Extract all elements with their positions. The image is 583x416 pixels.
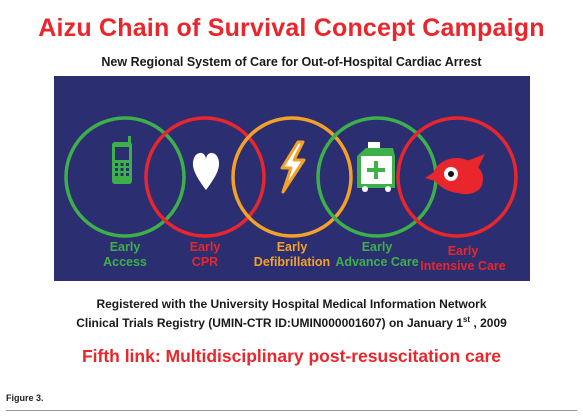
ring-early-intensive-care: [396, 116, 518, 238]
link-label-line: Early: [276, 240, 308, 254]
ring-early-cpr: [144, 116, 266, 238]
link-label-early-advance-care: Early Advance Care: [322, 240, 432, 270]
figure-label: Figure 3.: [6, 393, 44, 403]
page-title: Aizu Chain of Survival Concept Campaign: [38, 14, 545, 42]
link-label-line: Intensive Care: [420, 259, 506, 273]
ring-early-defibrillation: [231, 116, 353, 238]
chain-of-survival-panel: Early Access Early CPR Early Defibrillat…: [54, 76, 530, 281]
link-label-line: Early: [189, 240, 221, 254]
registration-line-2: Clinical Trials Registry (UMIN-CTR ID:UM…: [0, 315, 583, 330]
link-label-early-defibrillation: Early Defibrillation: [237, 240, 347, 270]
link-label-line: Early: [361, 240, 393, 254]
registration-superscript: st: [462, 315, 471, 324]
link-label-line: Early: [447, 244, 479, 258]
link-label-early-cpr: Early CPR: [150, 240, 260, 270]
mobile-phone-icon: [112, 136, 132, 184]
bottom-divider: [6, 410, 577, 411]
fifth-link-caption: Fifth link: Multidisciplinary post-resus…: [81, 346, 502, 366]
red-bird-icon: [425, 154, 485, 195]
ring-early-access: [64, 116, 186, 238]
link-label-line: CPR: [191, 255, 219, 269]
registration-line-1: Registered with the University Hospital …: [96, 297, 487, 311]
ambulance-icon: [357, 142, 395, 192]
link-label-early-access: Early Access: [70, 240, 180, 270]
registration-text: Clinical Trials Registry (UMIN-CTR ID:UM…: [76, 316, 463, 330]
link-label-line: Defibrillation: [253, 255, 331, 269]
chain-rings: [64, 116, 518, 238]
link-label-line: Access: [103, 255, 147, 269]
link-label-early-intensive-care: Early Intensive Care: [410, 244, 516, 274]
heart-icon: [192, 152, 220, 190]
registration-year: , 2009: [470, 316, 507, 330]
link-label-line: Early: [109, 240, 141, 254]
link-label-line: Advance Care: [335, 255, 419, 269]
page-subtitle: New Regional System of Care for Out-of-H…: [101, 55, 482, 69]
lightning-bolt-icon: [280, 140, 306, 194]
